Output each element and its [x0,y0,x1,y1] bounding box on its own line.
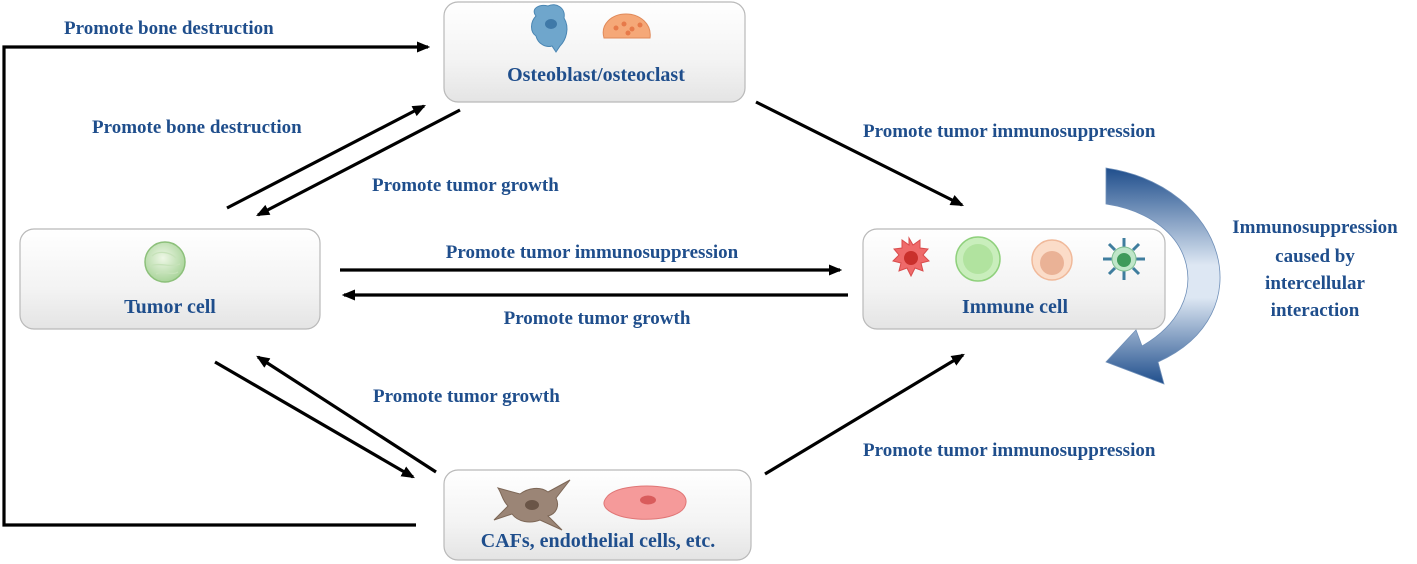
side-note-line-4: interaction [1271,300,1360,321]
label-tumor-to-immune: Promote tumor immunosuppression [446,242,739,263]
edge-labels: Promote bone destruction Promote bone de… [64,18,1156,461]
node-osteoblast-osteoclast: Osteoblast/osteoclast [443,1,746,103]
curved-feedback-arrow [1105,167,1221,385]
arrow-osteo-to-immune [755,100,965,207]
arrow-cafs-to-immune [764,353,965,476]
label-immune-to-tumor: Promote tumor growth [504,308,691,329]
lymphocyte-green-icon [955,236,1001,282]
endothelial-cell-icon [603,485,687,520]
arrow-cafs-to-osteo-loop [2,41,431,527]
label-osteo-to-immune: Promote tumor immunosuppression [863,121,1156,142]
lymphocyte-peach-icon [1031,239,1073,281]
side-note-line-2: caused by [1275,246,1355,267]
nk-cell-icon [1103,238,1145,280]
tumor-cell-icon [144,241,186,283]
label-osteo-to-tumor: Promote tumor growth [372,175,559,196]
tumor-node-label: Tumor cell [124,296,216,318]
osteo-node-label: Osteoblast/osteoclast [507,64,685,86]
side-note-line-1: Immunosuppression [1232,217,1398,238]
arrow-cafs-to-tumor [256,355,437,474]
label-cafs-to-osteo-loop: Promote bone destruction [64,18,274,39]
fibroblast-icon [493,479,571,531]
arrows [2,41,965,527]
osteoclast-icon [602,13,651,39]
side-note: Immunosuppression caused by intercellula… [1232,217,1398,321]
arrow-tumor-to-osteo [226,104,426,210]
arrow-tumor-to-cafs [214,360,415,479]
immune-node-label: Immune cell [962,296,1069,318]
side-note-line-3: intercellular [1265,273,1365,294]
arrow-osteo-to-tumor [256,108,461,217]
node-immune-cell: Immune cell [862,228,1166,330]
node-tumor-cell: Tumor cell [19,228,321,330]
osteoblast-icon [531,4,568,53]
dendritic-cell-icon [892,236,930,278]
node-cafs: CAFs, endothelial cells, etc. [443,469,752,561]
label-tumor-to-osteo: Promote bone destruction [92,117,302,138]
label-cafs-to-tumor: Promote tumor growth [373,386,560,407]
cafs-node-label: CAFs, endothelial cells, etc. [481,530,715,552]
label-cafs-to-immune: Promote tumor immunosuppression [863,440,1156,461]
